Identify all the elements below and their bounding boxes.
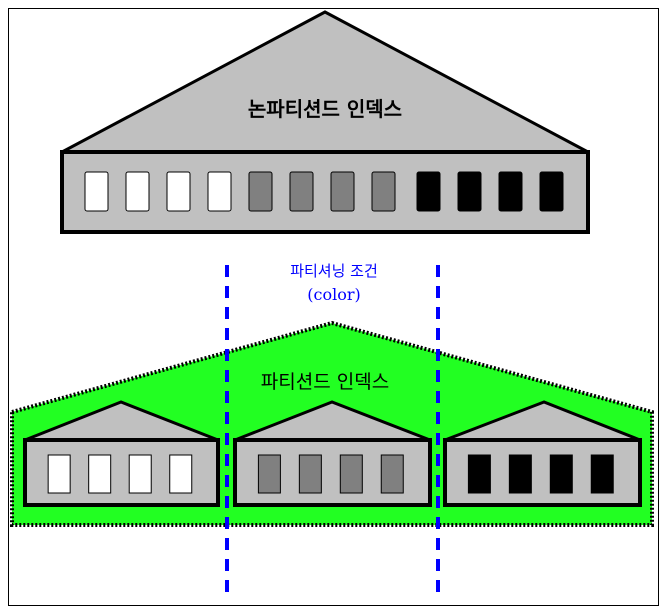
partitioned-index: 파티션드 인덱스: [10, 320, 654, 527]
partition-condition-label: 파티셔닝 조건: [290, 262, 378, 280]
index-key: [539, 171, 564, 212]
index-key: [257, 454, 281, 494]
index-key: [289, 171, 314, 212]
index-key: [84, 171, 109, 212]
nonpartitioned-label: 논파티션드 인덱스: [248, 97, 402, 121]
index-key: [339, 454, 363, 494]
index-key: [128, 454, 152, 494]
index-key: [248, 171, 273, 212]
index-key: [457, 171, 482, 212]
index-key: [207, 171, 232, 212]
index-key: [166, 171, 191, 212]
index-key: [88, 454, 112, 494]
index-key: [416, 171, 441, 212]
index-key: [498, 171, 523, 212]
partition-3: [443, 400, 642, 507]
partition-2: [233, 400, 432, 507]
partitioned-label: 파티션드 인덱스: [261, 371, 389, 393]
index-key: [467, 454, 491, 494]
index-key: [330, 171, 355, 212]
nonpartitioned-index: 논파티션드 인덱스: [60, 10, 590, 234]
index-key: [298, 454, 322, 494]
index-key: [169, 454, 193, 494]
index-key: [508, 454, 532, 494]
index-key: [47, 454, 71, 494]
partition-column-label: (color): [307, 285, 360, 304]
index-key: [371, 171, 396, 212]
index-key: [380, 454, 404, 494]
index-key: [549, 454, 573, 494]
index-key: [590, 454, 614, 494]
index-key: [125, 171, 150, 212]
partition-1: [23, 400, 220, 507]
